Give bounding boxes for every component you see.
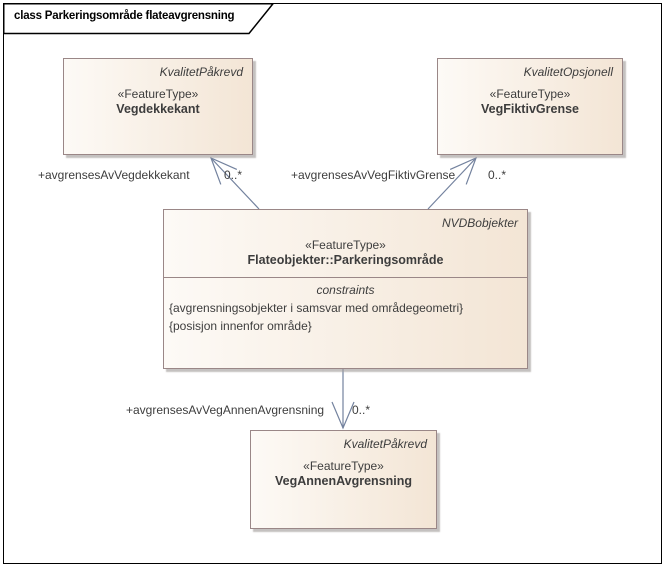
tag-label: NVDBobjekter <box>441 216 518 230</box>
tag-label: KvalitetOpsjonell <box>523 65 613 79</box>
constraint-line: {avgrensningsobjekter i samsvar med områ… <box>169 301 464 315</box>
class-box-parkeringsomrade[interactable]: NVDBobjekter «FeatureType» Flateobjekter… <box>163 209 528 369</box>
diagram-frame <box>3 3 662 564</box>
class-box-vegdekkekant[interactable]: KvalitetPåkrevd «FeatureType» Vegdekkeka… <box>63 58 253 155</box>
association-multiplicity-vegfiktivgrense: 0..* <box>488 168 507 182</box>
tag-label: KvalitetPåkrevd <box>343 437 427 451</box>
association-vegdekkekant[interactable] <box>209 156 260 210</box>
class-name: VegFiktivGrense <box>481 102 579 116</box>
constraint-line: {posisjon innenfor område} <box>169 319 312 333</box>
stereotype-label: «FeatureType» <box>303 459 384 473</box>
constraints-compartment: constraints {avgrensningsobjekter i sams… <box>164 277 527 333</box>
diagram-title: class Parkeringsområde flateavgrensning <box>14 10 235 22</box>
association-multiplicity-vegdekkekant: 0..* <box>224 168 243 182</box>
class-name: Vegdekkekant <box>116 102 200 116</box>
association-role-vegfiktivgrense: +avgrensesAvVegFiktivGrense <box>291 168 456 182</box>
diagram-title-tab <box>3 3 275 35</box>
class-name: VegAnnenAvgrensning <box>274 474 413 488</box>
class-name: Flateobjekter::Parkeringsområde <box>247 253 444 267</box>
association-role-vegannenavgrensning: +avgrensesAvVegAnnenAvgrensning <box>126 403 325 417</box>
class-box-vegfiktivgrense[interactable]: KvalitetOpsjonell «FeatureType» VegFikti… <box>437 58 623 155</box>
class-box-vegannenavgrensning[interactable]: KvalitetPåkrevd «FeatureType» VegAnnenAv… <box>250 430 437 529</box>
association-vegfiktivgrense[interactable] <box>427 156 478 210</box>
constraints-title: constraints <box>316 283 375 297</box>
tag-label: KvalitetPåkrevd <box>159 65 243 79</box>
stereotype-label: «FeatureType» <box>117 87 199 101</box>
stereotype-label: «FeatureType» <box>305 238 386 252</box>
stereotype-label: «FeatureType» <box>489 87 571 101</box>
association-multiplicity-vegannenavgrensning: 0..* <box>352 403 371 417</box>
association-role-vegdekkekant: +avgrensesAvVegdekkekant <box>38 168 190 182</box>
